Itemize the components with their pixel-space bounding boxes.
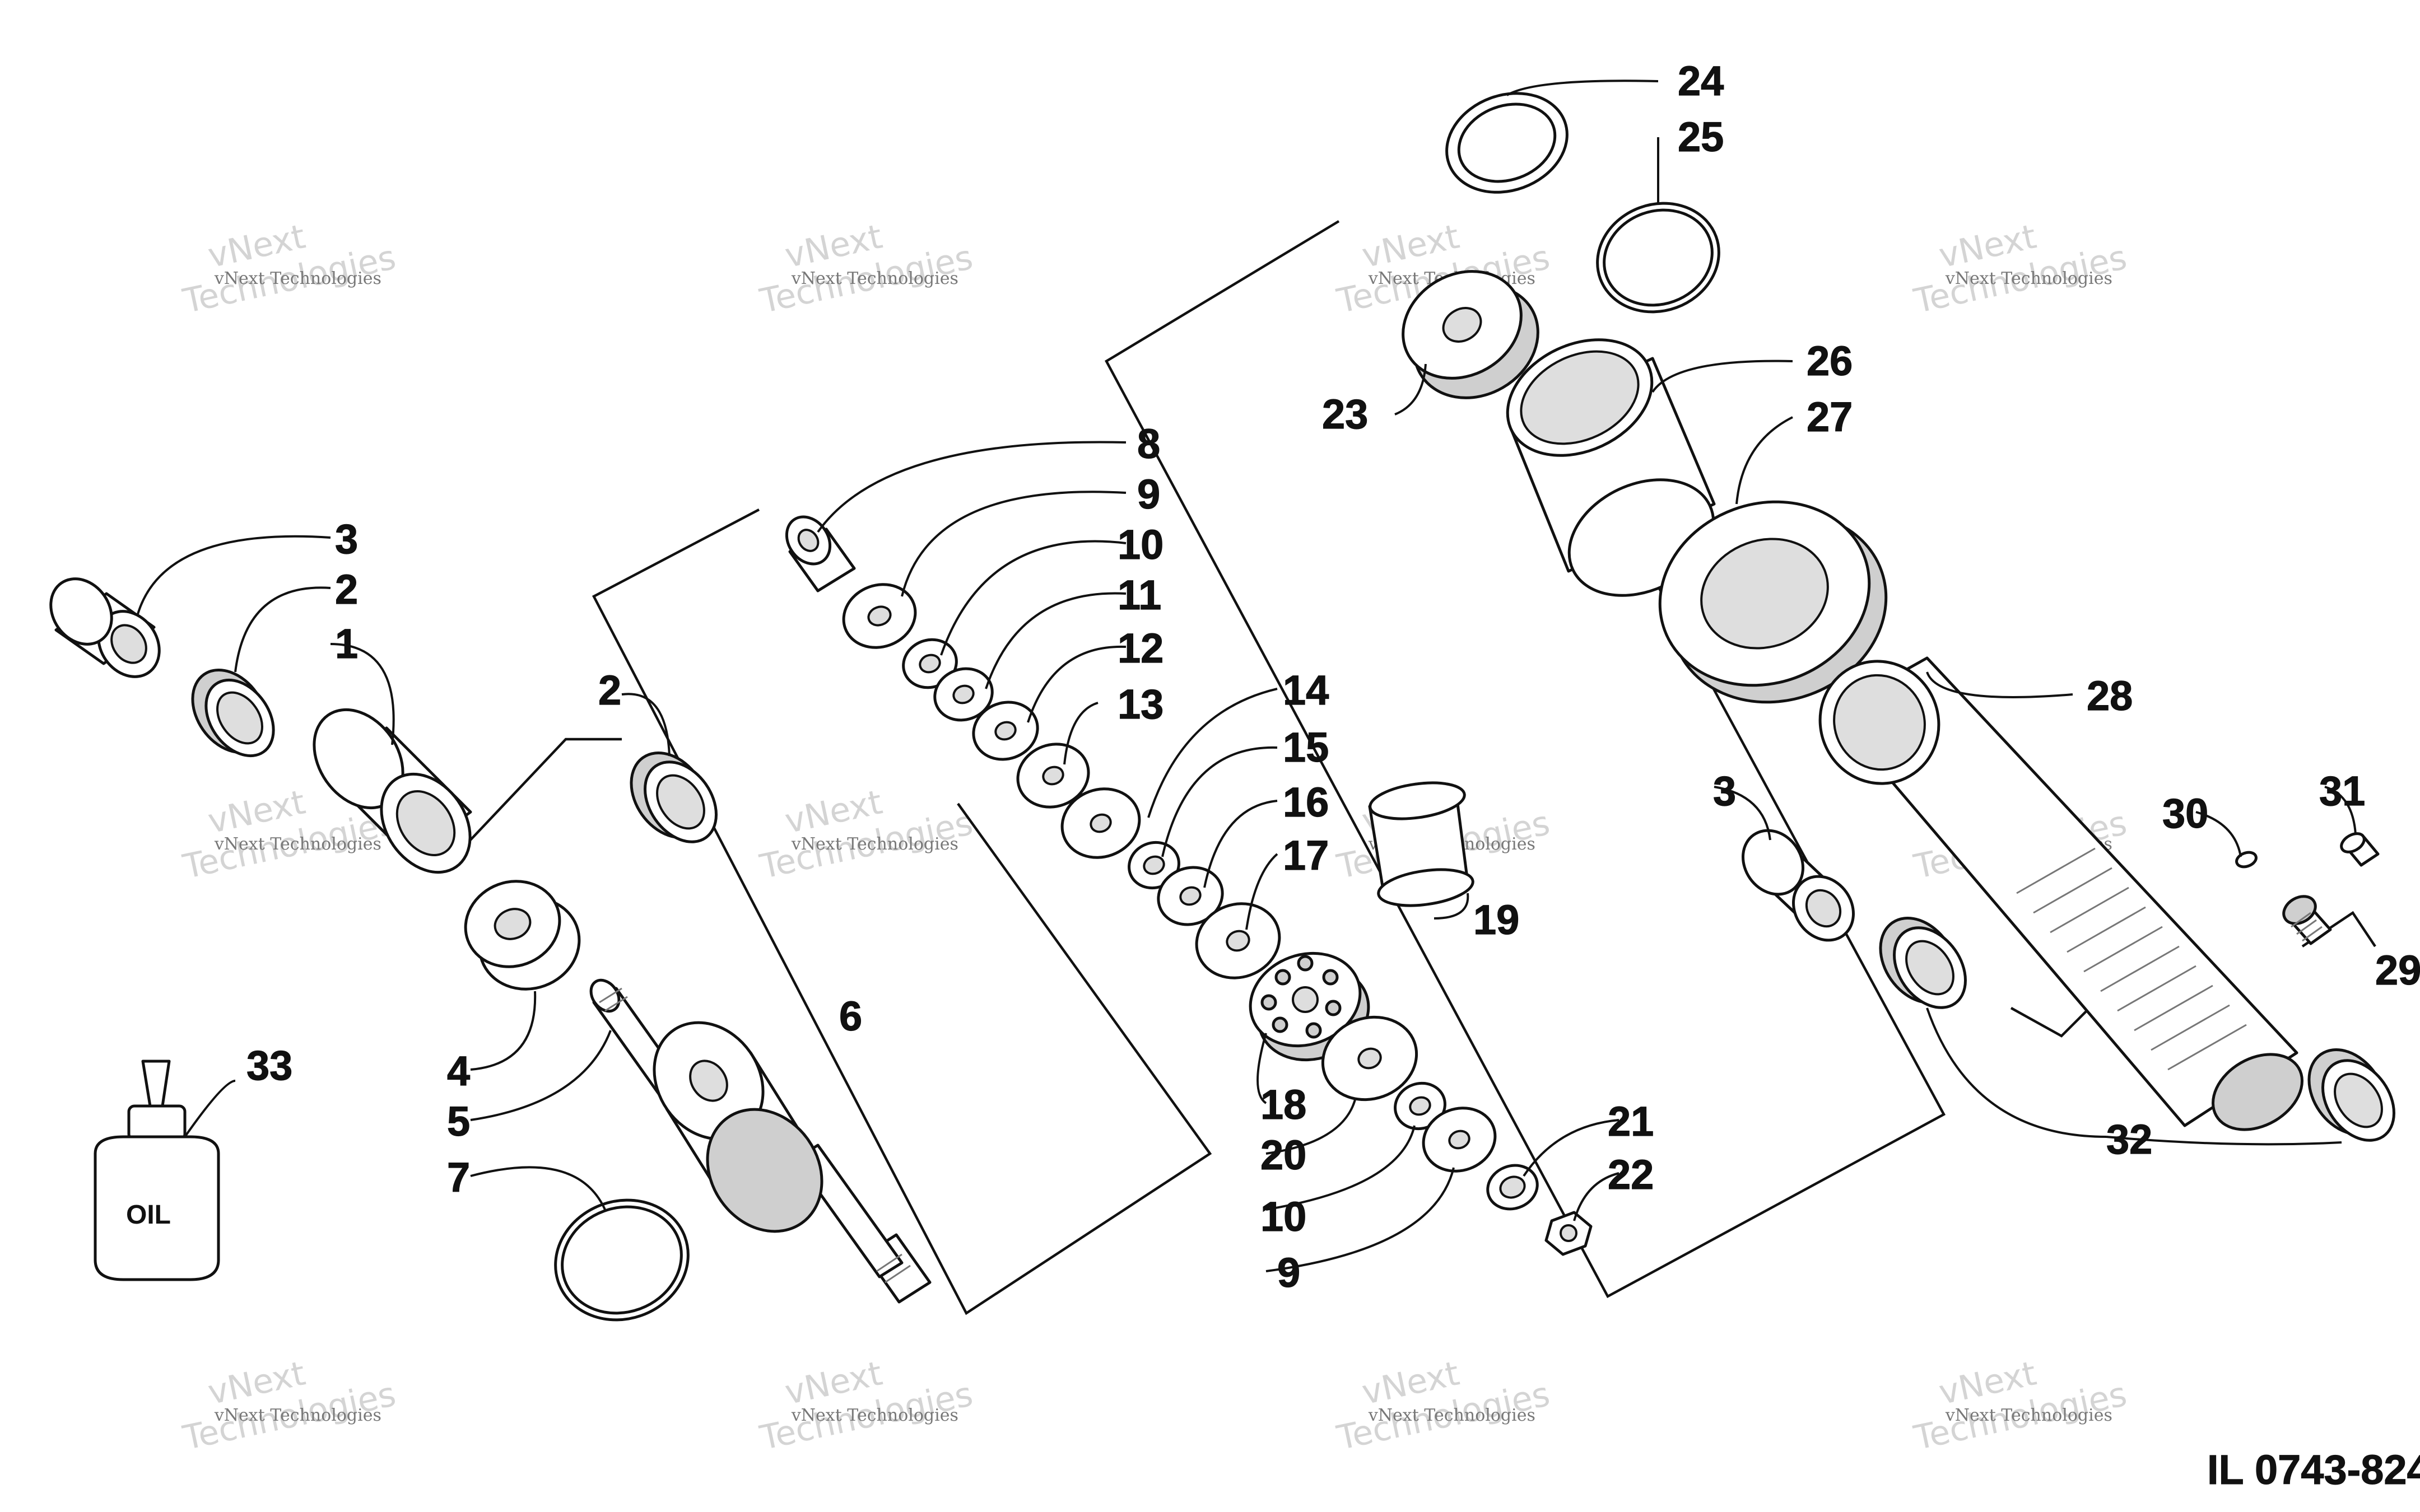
leader-lines: [136, 80, 2357, 1272]
part-19-piston-ring: [1368, 781, 1474, 907]
part-4-bumper: [464, 880, 581, 991]
center-assembly-bracket: [592, 508, 1212, 1315]
part-13-shim: [1016, 743, 1090, 809]
part-29-valve-assembly: [2282, 895, 2332, 945]
part-28-shock-body: [1818, 656, 2303, 1131]
left-link-bracket: [467, 738, 622, 844]
part-32-spacer-right: [2307, 1048, 2395, 1142]
callout-4: 4: [447, 1048, 470, 1094]
watermark: vNext Technologies vNext Technologies: [756, 1354, 976, 1458]
part-9-washer-bottom: [1422, 1107, 1497, 1173]
callout-20: 20: [1260, 1132, 1306, 1178]
watermark: vNext Technologies vNext Technologies: [1910, 217, 2130, 321]
watermark-line1: vNext Technologies: [214, 834, 381, 854]
callout-16: 16: [1283, 779, 1329, 825]
part-2-spacer-left: [191, 669, 275, 758]
callout-2-left: 2: [335, 566, 358, 613]
part-7-o-ring: [554, 1198, 690, 1322]
part-12-shim: [972, 701, 1039, 761]
callout-13: 13: [1118, 681, 1164, 727]
callout-21: 21: [1608, 1098, 1654, 1145]
part-8-bushing: [785, 515, 856, 592]
callout-2-center: 2: [598, 667, 621, 713]
watermark-line1: vNext Technologies: [1945, 269, 2112, 288]
callout-28: 28: [2087, 673, 2133, 719]
callout-10-bottom: 10: [1260, 1193, 1306, 1240]
part-31-valve-core: [2340, 832, 2380, 867]
callout-7: 7: [447, 1154, 470, 1201]
callout-9-top: 9: [1137, 471, 1160, 517]
part-2-spacer-center: [630, 752, 718, 843]
callout-33: 33: [246, 1042, 292, 1089]
callout-5: 5: [447, 1098, 470, 1145]
callout-18: 18: [1260, 1081, 1306, 1128]
callout-8: 8: [1137, 421, 1160, 467]
callout-24: 24: [1678, 58, 1724, 104]
callout-6: 6: [839, 993, 862, 1039]
part-9-washer-top: [842, 583, 917, 649]
part-22-nut: [1544, 1211, 1593, 1256]
callout-14: 14: [1283, 667, 1329, 713]
part-24-seal: [1445, 92, 1569, 194]
part-30-o-ring-small: [2235, 851, 2258, 869]
part-3-bushing-left: [49, 577, 161, 678]
callout-19: 19: [1473, 897, 1519, 943]
callout-31: 31: [2319, 768, 2365, 814]
part-17-shim: [1195, 902, 1281, 979]
part-1-shaft-eye: [313, 708, 472, 874]
part-21-washer: [1486, 1164, 1539, 1211]
callout-10-top: 10: [1118, 521, 1164, 568]
callout-32: 32: [2106, 1116, 2152, 1163]
callout-1: 1: [335, 620, 358, 667]
illustration-id: IL 0743-824: [2207, 1446, 2420, 1493]
callout-26: 26: [1807, 338, 1853, 384]
watermark-line1: vNext Technologies: [791, 269, 958, 288]
watermark: vNext Technologies vNext Technologies: [179, 217, 399, 321]
part-23-reservoir-cap: [1402, 270, 1539, 399]
watermark: vNext Technologies vNext Technologies: [756, 217, 976, 321]
watermark: vNext Technologies vNext Technologies: [1910, 1354, 2130, 1458]
callout-3-right: 3: [1713, 768, 1736, 814]
watermark-line1: vNext Technologies: [1945, 1406, 2112, 1425]
watermark: vNext Technologies vNext Technologies: [179, 1354, 399, 1458]
callout-23: 23: [1322, 391, 1368, 437]
callout-11: 11: [1118, 572, 1161, 618]
callout-9-bottom: 9: [1277, 1249, 1300, 1296]
watermark-line1: vNext Technologies: [791, 1406, 958, 1425]
reservoir-link: [2010, 1007, 2091, 1038]
oil-label: OIL: [126, 1200, 171, 1230]
part-14-shim: [1060, 787, 1141, 859]
watermark: vNext Technologies vNext Technologies: [1333, 1354, 1553, 1458]
callout-25: 25: [1678, 114, 1724, 160]
part-25-ring: [1596, 202, 1720, 314]
part-6-seal-head: [653, 1021, 823, 1233]
part-27-spring-retainer: [1658, 500, 1888, 704]
watermark-line1: vNext Technologies: [791, 834, 958, 854]
part-15-shim: [1128, 841, 1180, 890]
callout-3-left: 3: [335, 516, 358, 562]
watermark-line1: vNext Technologies: [214, 269, 381, 288]
watermark: vNext Technologies vNext Technologies: [756, 782, 976, 886]
part-33-oil-bottle: OIL: [94, 1060, 220, 1281]
callouts: 3 2 1 2 4 5 7 6 33 8 9 10 11 12 13 14 15…: [246, 57, 2420, 1296]
callout-12: 12: [1118, 625, 1164, 671]
part-3-bushing-right: [1742, 829, 1855, 942]
callout-27: 27: [1807, 394, 1853, 440]
part-20-shim: [1321, 1015, 1418, 1102]
part-26-sleeve: [1506, 338, 1716, 597]
callout-22: 22: [1608, 1151, 1654, 1198]
callout-17: 17: [1283, 832, 1329, 879]
callout-30: 30: [2162, 790, 2208, 837]
part-11-shim: [933, 667, 994, 722]
callout-15: 15: [1283, 724, 1329, 771]
callout-29: 29: [2375, 947, 2420, 993]
part-32-spacer-left: [1879, 917, 1967, 1009]
watermark-line1: vNext Technologies: [1368, 1406, 1535, 1425]
watermark-line1: vNext Technologies: [214, 1406, 381, 1425]
